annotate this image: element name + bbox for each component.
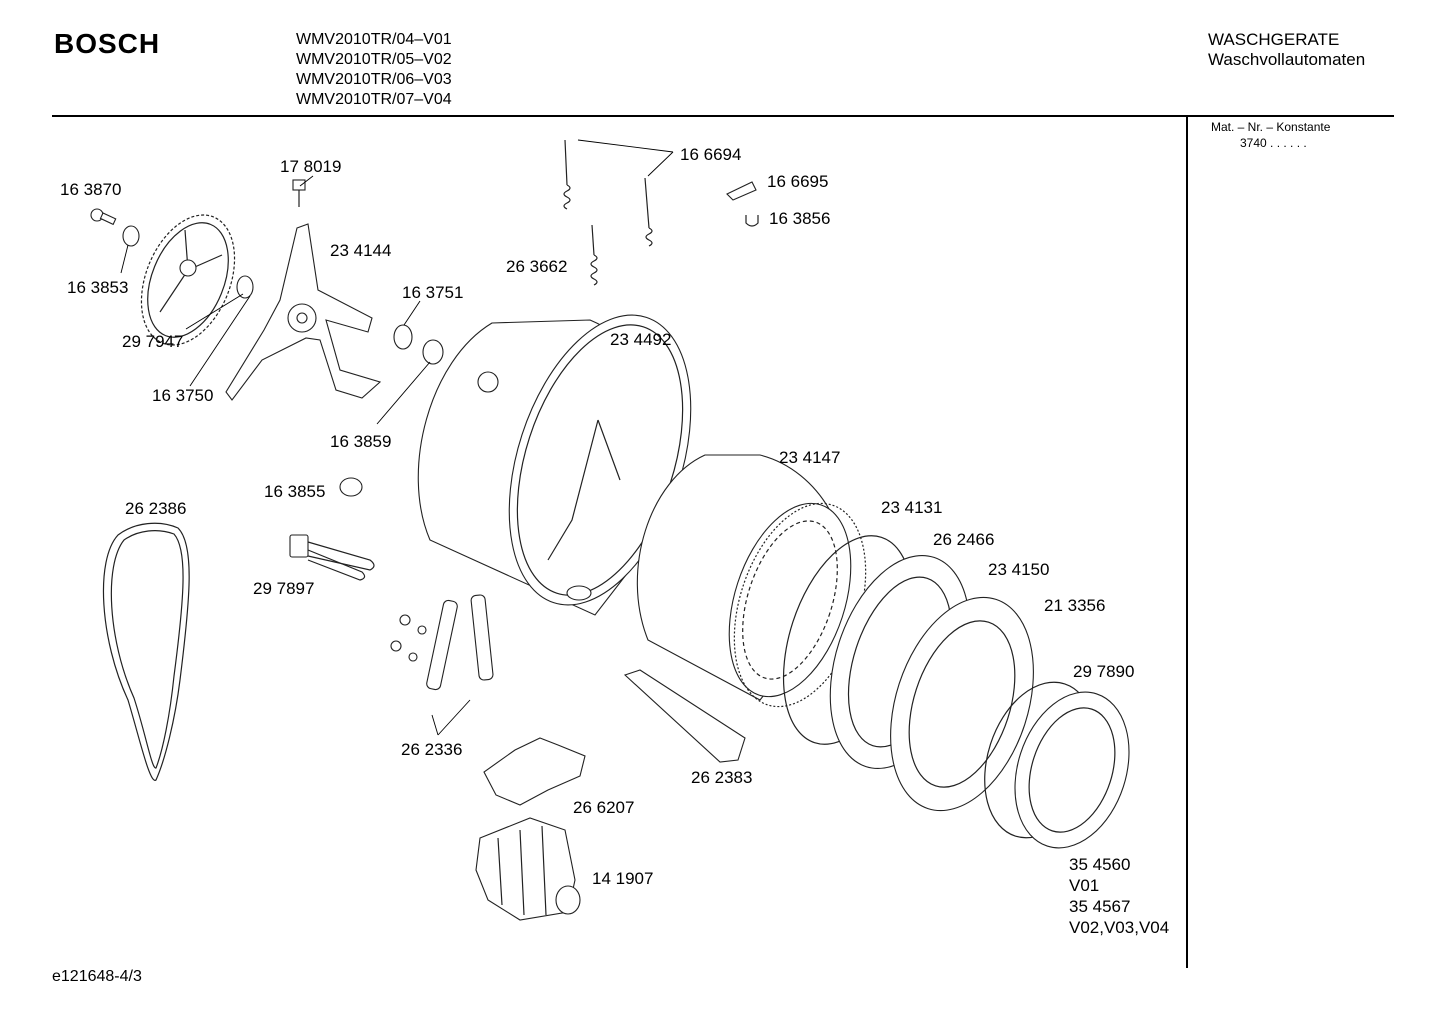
spring-263662-drawing [590, 224, 598, 286]
drum-spider-234144-drawing [225, 223, 382, 401]
part-label-297947: 29 7947 [122, 332, 183, 351]
part-label-354560: 35 4560 [1069, 855, 1130, 874]
part-label-262383: 26 2383 [691, 768, 752, 787]
belt-262386-drawing [102, 522, 190, 781]
part-label-354567: 35 4567 [1069, 897, 1130, 916]
part-label-163751: 16 3751 [402, 283, 463, 302]
part-label-163859: 16 3859 [330, 432, 391, 451]
part-label-234147: 23 4147 [779, 448, 840, 467]
variant-label-v02-v04: V02,V03,V04 [1069, 918, 1169, 937]
bolt-178019-drawing [292, 179, 306, 207]
part-label-163750: 16 3750 [152, 386, 213, 405]
variant-label-v01: V01 [1069, 876, 1099, 895]
part-label-166694: 16 6694 [680, 145, 741, 164]
part-label-262336: 26 2336 [401, 740, 462, 759]
plate-266207-drawing [483, 737, 586, 806]
part-labels: 17 8019 16 3870 23 4144 16 3853 29 7947 … [60, 145, 1169, 937]
part-label-141907: 14 1907 [592, 869, 653, 888]
model-number: WMV2010TR/05–V02 [296, 51, 452, 68]
category: WASCHGERATE Waschvollautomaten [1208, 30, 1365, 70]
part-label-266207: 26 6207 [573, 798, 634, 817]
shock-absorbers-262336-drawing [390, 594, 494, 691]
grommet-163855-drawing [339, 477, 363, 497]
sidebar-divider [1186, 116, 1188, 968]
part-label-163855: 16 3855 [264, 482, 325, 501]
seal-163859-drawing [422, 339, 444, 365]
part-label-163856: 16 3856 [769, 209, 830, 228]
motor-141907-drawing [475, 817, 581, 921]
springs-166694-drawing [563, 139, 653, 247]
part-label-234150: 23 4150 [988, 560, 1049, 579]
mat-number-value: 3740 . . . . . . [1240, 136, 1307, 150]
part-label-263662: 26 3662 [506, 257, 567, 276]
seal-163853-drawing [122, 225, 140, 247]
model-number: WMV2010TR/04–V01 [296, 31, 452, 48]
mat-number-label: Mat. – Nr. – Konstante [1211, 120, 1331, 134]
part-label-262466: 26 2466 [933, 530, 994, 549]
leader-lines [120, 139, 674, 736]
bearing-297947-drawing [236, 275, 254, 299]
part-label-234492: 23 4492 [610, 330, 671, 349]
part-label-297897: 29 7897 [253, 579, 314, 598]
header-divider [52, 115, 1394, 117]
screw-163870-drawing [90, 208, 117, 226]
part-label-178019: 17 8019 [280, 157, 341, 176]
clip-163856-drawing [745, 215, 759, 227]
part-label-166695: 16 6695 [767, 172, 828, 191]
brand-logo: BOSCH [54, 28, 161, 59]
belt-inner-drawing [110, 530, 184, 769]
bearing-163751-drawing [393, 324, 413, 350]
part-label-262386: 26 2386 [125, 499, 186, 518]
clip-166695-drawing [726, 181, 757, 201]
model-number: WMV2010TR/06–V03 [296, 71, 452, 88]
part-label-163870: 16 3870 [60, 180, 121, 199]
model-list: WMV2010TR/04–V01 WMV2010TR/05–V02 WMV201… [296, 30, 452, 110]
category-subtitle: Waschvollautomaten [1208, 50, 1366, 69]
heater-297897-drawing [289, 534, 375, 581]
part-label-234131: 23 4131 [881, 498, 942, 517]
part-label-234144: 23 4144 [330, 241, 391, 260]
front-cover-213356-drawing [890, 596, 1034, 812]
category-title: WASCHGERATE [1208, 30, 1340, 49]
drum-234147-drawing [636, 454, 852, 701]
part-label-213356: 21 3356 [1044, 596, 1105, 615]
rear-tub-cover-drawing [140, 214, 236, 346]
part-label-297890: 29 7890 [1073, 662, 1134, 681]
diagram-reference: e121648-4/3 [52, 968, 142, 985]
model-number: WMV2010TR/07–V04 [296, 91, 452, 108]
door-seal-297890-drawing [984, 681, 1130, 849]
baffle-262383-drawing [623, 669, 746, 763]
part-label-163853: 16 3853 [67, 278, 128, 297]
